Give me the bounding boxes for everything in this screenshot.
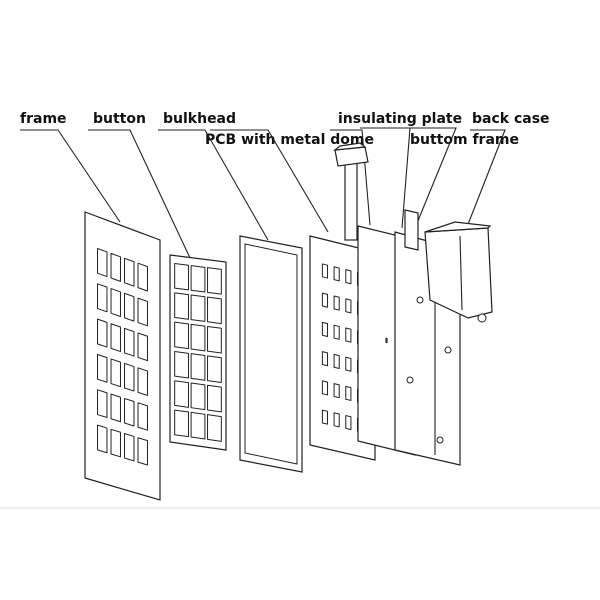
label-bottom-frame: buttom frame bbox=[410, 132, 519, 148]
frame-part-cell bbox=[124, 257, 135, 287]
frame-part-cell bbox=[110, 288, 121, 317]
frame-part-cell bbox=[124, 292, 135, 322]
pcb-part-cell bbox=[333, 266, 340, 282]
button-part-cell bbox=[190, 353, 206, 381]
frame-part-cell bbox=[137, 367, 148, 396]
frame-part bbox=[84, 211, 161, 501]
pcb-part-cell bbox=[333, 295, 340, 311]
pcb-part-cell bbox=[321, 321, 329, 337]
button-part-cell bbox=[207, 325, 222, 354]
pcb-part-cell bbox=[321, 380, 329, 396]
frame-part-cell bbox=[137, 262, 148, 292]
pcb-part-cell bbox=[333, 324, 340, 340]
button-part-cell bbox=[207, 296, 222, 325]
pcb-part-cell bbox=[345, 327, 352, 343]
frame-part-cell bbox=[137, 297, 148, 327]
button-part-cell bbox=[190, 265, 206, 293]
button-part-cell bbox=[174, 263, 189, 291]
frame-part-cell bbox=[110, 393, 121, 423]
button-part-cell bbox=[174, 321, 189, 350]
button-part-cell bbox=[207, 267, 222, 295]
label-frame: frame bbox=[20, 111, 67, 127]
frame-part-cell bbox=[124, 362, 135, 392]
frame-part-cell bbox=[124, 327, 135, 357]
button-part-cell bbox=[207, 384, 222, 413]
bulkhead-part bbox=[239, 235, 303, 473]
frame-part-cell bbox=[137, 402, 148, 431]
insulating-plate-part-cell bbox=[385, 337, 388, 344]
pcb-part-cell bbox=[321, 409, 329, 425]
frame-part-cell bbox=[124, 397, 135, 427]
pcb-part-cell bbox=[321, 351, 329, 367]
frame-part-cell bbox=[110, 358, 121, 388]
button-part-cell bbox=[174, 350, 189, 379]
button-part-cell bbox=[174, 292, 189, 320]
button-part-cell bbox=[174, 409, 189, 438]
pcb-part-cell bbox=[345, 269, 352, 285]
frame-part-cell bbox=[97, 283, 108, 313]
pcb-part-cell bbox=[345, 298, 352, 314]
button-part bbox=[169, 254, 227, 451]
leader-lines bbox=[20, 127, 506, 259]
button-part-cell bbox=[174, 380, 189, 408]
button-part-cell bbox=[207, 414, 222, 442]
frame-part-cell bbox=[110, 323, 121, 353]
frame-part-cell bbox=[97, 389, 108, 419]
button-part-cell bbox=[190, 323, 206, 352]
frame-part-cell bbox=[110, 428, 121, 458]
button-part-cell bbox=[190, 382, 206, 411]
frame-part-cell bbox=[97, 353, 108, 383]
frame-part-cell bbox=[97, 247, 108, 278]
frame-part-cell bbox=[97, 424, 108, 454]
frame-part-cell bbox=[110, 252, 121, 282]
frame-part-cell bbox=[124, 433, 135, 462]
label-back-case: back case bbox=[472, 111, 550, 127]
pcb-part-cell bbox=[321, 292, 329, 308]
label-insulating-plate: insulating plate bbox=[338, 111, 462, 127]
pcb-part-cell bbox=[333, 383, 340, 399]
pcb-part-cell bbox=[345, 385, 352, 401]
connector-cable bbox=[333, 142, 369, 241]
pcb-part-cell bbox=[345, 356, 352, 372]
button-part-cell bbox=[207, 355, 222, 383]
label-pcb: PCB with metal dome bbox=[205, 132, 374, 148]
frame-part-cell bbox=[97, 318, 108, 348]
button-part-cell bbox=[190, 411, 206, 440]
button-part-cell bbox=[190, 294, 206, 322]
pcb-part-cell bbox=[333, 412, 340, 428]
label-button: button bbox=[93, 111, 146, 127]
back-case-part bbox=[424, 221, 493, 323]
label-bulkhead: bulkhead bbox=[163, 111, 236, 127]
frame-part-cell bbox=[137, 332, 148, 362]
pcb-part-cell bbox=[321, 263, 329, 279]
pcb-part-cell bbox=[345, 415, 352, 431]
frame-part-cell bbox=[137, 437, 148, 466]
pcb-part-cell bbox=[333, 353, 340, 369]
